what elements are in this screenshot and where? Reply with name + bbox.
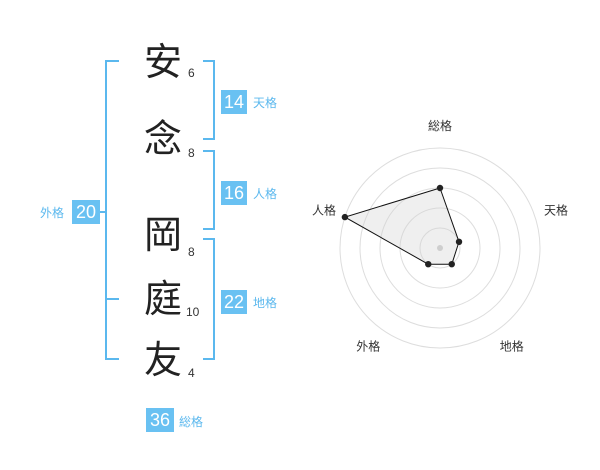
stroke-count-5: 4	[188, 366, 195, 380]
radar-axis-label-3: 外格	[356, 339, 380, 354]
stroke-count-3: 8	[188, 245, 195, 259]
radar-center-dot	[437, 245, 443, 251]
radar-ring-4	[359, 167, 521, 329]
radar-point-3	[425, 260, 432, 268]
name-char-1: 安	[143, 40, 182, 84]
radar-axis-label-0: 総格	[428, 118, 452, 133]
soukaku-label: 総格	[179, 415, 204, 429]
name-char-4: 庭	[143, 277, 182, 321]
radar-axis-label-1: 天格	[544, 202, 568, 217]
radar-axis-label-4: 人格	[312, 202, 336, 217]
radar-point-0	[436, 184, 444, 192]
tenkaku-label: 天格	[253, 96, 278, 110]
gaikaku-value: 20	[72, 200, 100, 224]
radar-point-4	[341, 213, 349, 221]
jinkaku-value: 16	[221, 181, 247, 205]
radar-ring-1	[419, 227, 461, 269]
soukaku-value: 36	[146, 408, 174, 432]
gaikaku-label: 外格	[40, 206, 65, 220]
stroke-count-4: 10	[186, 305, 200, 319]
chikaku-label: 地格	[253, 296, 278, 310]
stroke-count-2: 8	[188, 146, 195, 160]
tenkaku-value: 14	[221, 90, 247, 114]
radar-point-2	[448, 260, 455, 268]
radar-grid	[339, 147, 541, 349]
name-char-2: 念	[143, 117, 182, 161]
chikaku-value: 22	[221, 290, 247, 314]
jinkaku-label: 人格	[253, 187, 278, 201]
name-char-5: 友	[143, 338, 182, 382]
radar-point-1	[455, 238, 463, 246]
name-char-3: 岡	[143, 213, 182, 257]
radar-ring-5	[339, 147, 541, 349]
radar-points	[341, 184, 463, 268]
radar-axis-label-2: 地格	[500, 339, 524, 354]
stroke-count-1: 6	[188, 66, 195, 80]
radar-series-polygon	[343, 187, 460, 265]
